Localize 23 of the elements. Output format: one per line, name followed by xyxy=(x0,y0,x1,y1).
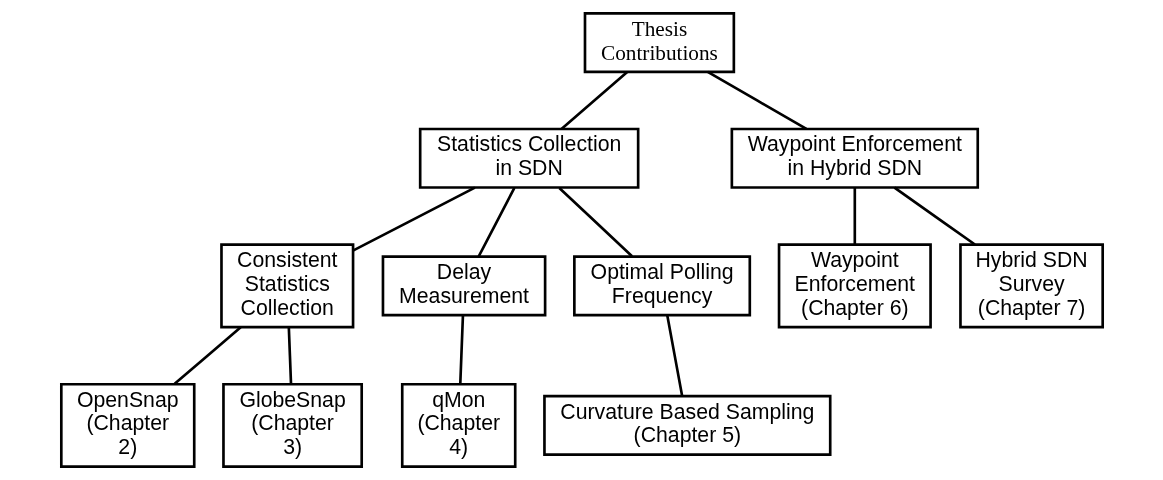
connector xyxy=(560,70,628,130)
node-box: GlobeSnap (Chapter 3) xyxy=(221,382,363,468)
node-box: Hybrid SDN Survey (Chapter 7) xyxy=(958,243,1104,329)
connector xyxy=(893,186,976,246)
connector xyxy=(458,315,464,384)
node-box: Waypoint Enforcement (Chapter 6) xyxy=(777,243,932,329)
connector xyxy=(852,187,856,245)
connector xyxy=(477,187,516,257)
connector xyxy=(173,326,242,385)
node-box: Consistent Statistics Collection xyxy=(219,243,354,329)
node-box: OpenSnap (Chapter 2) xyxy=(59,382,196,468)
connector xyxy=(287,327,292,384)
connector xyxy=(706,70,807,131)
node-box: Optimal Polling Frequency xyxy=(572,255,751,317)
connector xyxy=(352,186,475,252)
node-box: Curvature Based Sampling (Chapter 5) xyxy=(542,394,832,456)
connector xyxy=(665,315,683,396)
connector xyxy=(557,186,633,258)
node-box: Waypoint Enforcement in Hybrid SDN xyxy=(730,127,979,189)
node-box: Thesis Contributions xyxy=(583,12,735,74)
node-box: Statistics Collection in SDN xyxy=(418,127,639,189)
node-box: qMon (Chapter 4) xyxy=(400,382,517,468)
node-box: Delay Measurement xyxy=(381,255,546,317)
